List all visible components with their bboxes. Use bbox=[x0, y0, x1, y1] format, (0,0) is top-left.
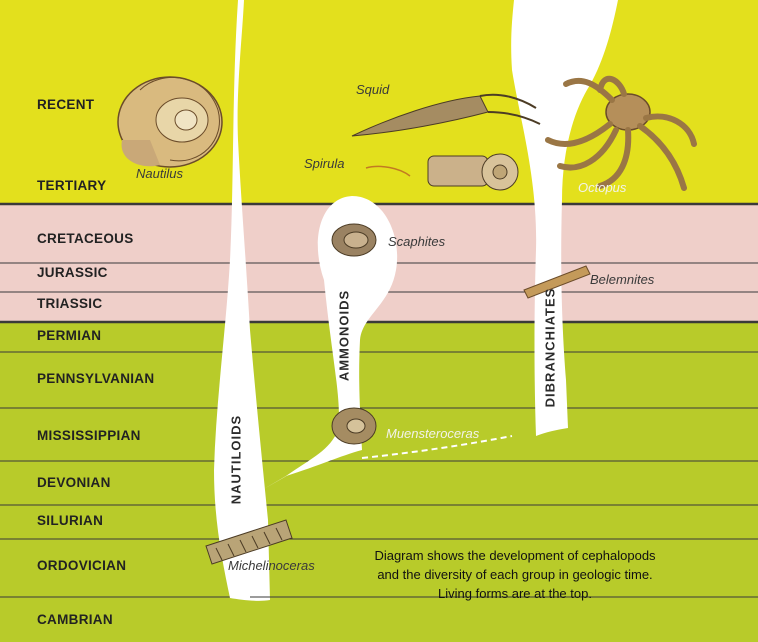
diagram-caption: Diagram shows the development of cephalo… bbox=[367, 546, 663, 603]
label-michelinoceras: Michelinoceras bbox=[228, 558, 315, 573]
period-mississippian: MISSISSIPPIAN bbox=[37, 428, 141, 443]
period-devonian: DEVONIAN bbox=[37, 475, 111, 490]
period-permian: PERMIAN bbox=[37, 328, 101, 343]
label-octopus: Octopus bbox=[578, 180, 626, 195]
period-cambrian: CAMBRIAN bbox=[37, 612, 113, 627]
label-spirula: Spirula bbox=[304, 156, 344, 171]
period-tertiary: TERTIARY bbox=[37, 178, 106, 193]
period-recent: RECENT bbox=[37, 97, 94, 112]
label-squid: Squid bbox=[356, 82, 389, 97]
label-muensteroceras: Muensteroceras bbox=[386, 426, 479, 441]
period-jurassic: JURASSIC bbox=[37, 265, 108, 280]
squid-illustration bbox=[352, 95, 540, 136]
label-nautilus: Nautilus bbox=[136, 166, 183, 181]
period-silurian: SILURIAN bbox=[37, 513, 103, 528]
period-pennsylvanian: PENNSYLVANIAN bbox=[37, 371, 154, 386]
muensteroceras-illustration bbox=[332, 408, 376, 444]
label-belemnites: Belemnites bbox=[590, 272, 654, 287]
period-cretaceous: CRETACEOUS bbox=[37, 231, 134, 246]
dibranchiates-branch bbox=[511, 0, 618, 436]
period-ordovician: ORDOVICIAN bbox=[37, 558, 126, 573]
period-triassic: TRIASSIC bbox=[37, 296, 102, 311]
ammonoids-branch bbox=[262, 474, 290, 490]
spirula-illustration bbox=[366, 154, 518, 190]
group-ammonoids: AMMONOIDS bbox=[337, 281, 352, 391]
label-scaphites: Scaphites bbox=[388, 234, 445, 249]
group-dibranchiates: DIBRANCHIATES bbox=[543, 284, 558, 412]
nautilus-illustration bbox=[118, 77, 222, 167]
scaphites-illustration bbox=[332, 224, 376, 256]
group-nautiloids: NAUTILOIDS bbox=[229, 404, 244, 516]
